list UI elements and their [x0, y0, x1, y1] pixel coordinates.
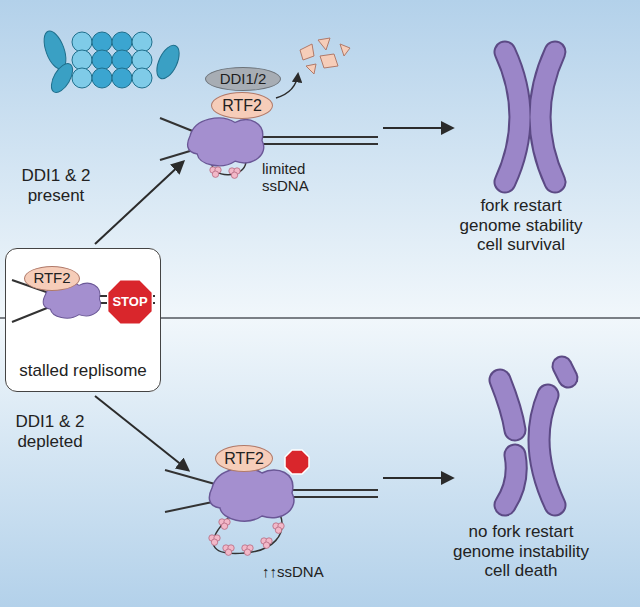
node-label: STOP — [112, 295, 147, 309]
box-caption: stalled replisome — [6, 362, 160, 381]
stalled-fork-part — [12, 306, 52, 322]
rtf2-fragments-part — [306, 64, 316, 74]
annotation: ↑↑ssDNA — [262, 563, 352, 580]
broken-chromosome-part — [505, 455, 516, 505]
rtf2-oval: RTF2 — [211, 92, 273, 119]
broken-chromosome-part — [500, 380, 515, 430]
broken-chromosome-part — [539, 395, 555, 505]
top-replication-fork-part — [255, 136, 378, 138]
bottom-replication-fork-part — [242, 545, 253, 556]
broken-chromosome-part — [539, 395, 555, 505]
broken-chromosome-part — [505, 455, 516, 505]
stalled-replisome-box: stalled replisome RTF2STOP — [5, 248, 161, 392]
rtf2-oval: RTF2 — [24, 266, 80, 291]
bottom-replication-fork-part — [209, 535, 220, 546]
broken-chromosome-part — [500, 380, 515, 430]
annotation: limited ssDNA — [262, 160, 332, 195]
stop-sign: STOP — [107, 279, 153, 325]
arrow — [95, 396, 188, 470]
top-replication-fork-part — [229, 168, 240, 179]
proteasome-part-part — [92, 50, 112, 70]
rtf2-oval: RTF2 — [215, 445, 273, 472]
proteasome-part-part — [132, 68, 152, 88]
condition-label: DDI1 & 2 depleted — [8, 412, 92, 451]
outcome-label: no fork restart genome instability cell … — [445, 522, 597, 581]
arrow — [383, 127, 452, 129]
intact-chromosome-part — [505, 52, 520, 182]
intact-chromosome-part — [540, 52, 555, 182]
bottom-replication-fork-part — [209, 468, 294, 521]
rtf2-fragments-part — [318, 38, 330, 50]
bottom-replication-fork-part — [219, 519, 230, 530]
rtf2-fragments — [300, 38, 350, 74]
box-fill — [5, 248, 161, 392]
proteasome-part-part — [132, 50, 152, 70]
top-replication-fork-part — [255, 143, 378, 145]
bottom-replication-fork-part — [292, 489, 378, 491]
arrow — [383, 477, 452, 479]
bottom-panel — [0, 318, 640, 607]
outcome-label: fork restart genome stability cell survi… — [452, 196, 590, 255]
proteasome-part-part — [112, 50, 132, 70]
intact-chromosome-part — [505, 52, 520, 182]
bottom-replication-fork-part — [273, 523, 284, 534]
condition-label: DDI1 & 2 present — [14, 166, 98, 205]
proteasome-part-part — [112, 68, 132, 88]
proteasome — [40, 28, 184, 96]
stop-sign-small — [285, 450, 309, 474]
proteasome-part-part — [92, 68, 112, 88]
intact-chromosome-part — [540, 52, 555, 182]
top-replication-fork-part — [210, 167, 221, 178]
rtf2-fragments-part — [300, 44, 314, 60]
rtf2-fragments-part — [340, 44, 350, 56]
intact-chromosome — [505, 52, 555, 182]
bottom-replication-fork-part — [292, 496, 378, 498]
proteasome-part — [152, 42, 184, 82]
rtf2-fragments-part — [320, 54, 338, 68]
proteasome-part — [72, 32, 152, 88]
arrow — [95, 162, 183, 244]
node-label: RTF2 — [222, 97, 262, 115]
broken-chromosome-part — [562, 366, 568, 378]
top-replication-fork-part — [188, 118, 264, 166]
proteasome-part-part — [72, 32, 92, 52]
node-label: RTF2 — [224, 450, 264, 468]
ddi-oval: DDI1/2 — [205, 67, 281, 91]
proteasome-part-part — [132, 32, 152, 52]
node-label: DDI1/2 — [220, 71, 267, 88]
octagon-shape — [107, 279, 152, 324]
bottom-replication-fork-part — [223, 545, 234, 556]
broken-chromosome-part — [562, 366, 568, 378]
node-label: RTF2 — [33, 270, 70, 287]
broken-chromosome — [500, 366, 568, 505]
proteasome-part-part — [72, 68, 92, 88]
proteasome-part-part — [72, 50, 92, 70]
bottom-replication-fork-part — [261, 538, 272, 549]
bottom-replication-fork — [165, 450, 378, 555]
proteasome-part-part — [92, 32, 112, 52]
proteasome-part-part — [112, 32, 132, 52]
